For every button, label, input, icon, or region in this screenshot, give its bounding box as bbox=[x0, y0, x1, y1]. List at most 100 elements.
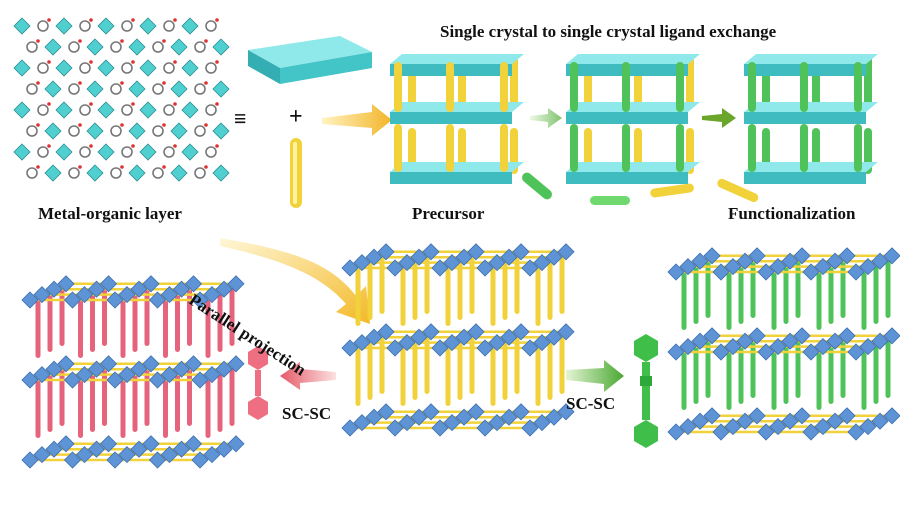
metal-node-icon bbox=[212, 164, 230, 182]
pillar-ligand bbox=[59, 288, 65, 346]
octahedron-node-icon bbox=[476, 339, 494, 357]
pillar-ligand bbox=[693, 266, 699, 324]
pillar-ligand bbox=[78, 300, 83, 358]
pillar-ligand bbox=[885, 260, 891, 318]
octahedron-node-icon bbox=[57, 275, 75, 293]
linker-ring-icon bbox=[152, 125, 164, 137]
octahedron-node-icon bbox=[847, 343, 865, 361]
octahedron-node-icon bbox=[712, 423, 730, 441]
linker-ring-icon bbox=[110, 125, 122, 137]
octahedron-node-icon bbox=[377, 323, 395, 341]
metal-node-icon bbox=[44, 80, 62, 98]
oxygen-atom-icon bbox=[131, 102, 135, 106]
metal-node-icon bbox=[13, 59, 31, 77]
pillar-ligand bbox=[144, 288, 150, 346]
metal-node-icon bbox=[212, 122, 230, 140]
octahedron-node-icon bbox=[142, 435, 160, 453]
octahedron-node-icon bbox=[500, 408, 518, 426]
linker-ring-icon bbox=[79, 62, 91, 74]
pillar-ligand bbox=[748, 62, 756, 112]
exchange-arrow-2 bbox=[702, 108, 736, 128]
octahedron-node-icon bbox=[63, 291, 82, 309]
octahedron-node-icon bbox=[826, 332, 844, 350]
oxygen-atom-icon bbox=[204, 165, 208, 169]
metal-node-icon bbox=[212, 80, 230, 98]
pink-ligand-icon bbox=[248, 346, 268, 420]
pillar-ligand bbox=[102, 288, 107, 346]
parent-3d-framework bbox=[341, 243, 575, 437]
metal-node-icon bbox=[55, 17, 73, 35]
oxygen-atom-icon bbox=[78, 165, 82, 169]
oxygen-atom-icon bbox=[131, 144, 135, 148]
metal-node-icon bbox=[181, 17, 199, 35]
octahedron-node-icon bbox=[838, 247, 856, 265]
octahedron-node-icon bbox=[160, 446, 179, 464]
linker-ring-icon bbox=[110, 167, 122, 179]
octahedron-node-icon bbox=[871, 332, 889, 350]
oxygen-atom-icon bbox=[173, 18, 177, 22]
oxygen-atom-icon bbox=[78, 39, 82, 43]
octahedron-node-icon bbox=[63, 371, 82, 389]
pillar-ligand bbox=[367, 342, 373, 400]
octahedron-node-icon bbox=[99, 435, 118, 453]
oxygen-atom-icon bbox=[131, 60, 135, 64]
pillar-ligand bbox=[445, 268, 451, 326]
octahedron-node-icon bbox=[847, 263, 865, 281]
octahedron-node-icon bbox=[455, 248, 473, 266]
octahedron-node-icon bbox=[533, 254, 551, 272]
oxygen-atom-icon bbox=[215, 102, 219, 106]
arrow-to-precursor bbox=[322, 104, 392, 136]
octahedron-node-icon bbox=[203, 286, 221, 304]
octahedron-node-icon bbox=[557, 323, 575, 341]
octahedron-node-icon bbox=[814, 258, 832, 276]
octahedron-node-icon bbox=[748, 247, 766, 265]
octahedron-node-icon bbox=[748, 407, 766, 425]
metal-node-icon bbox=[170, 164, 188, 182]
octahedron-node-icon bbox=[142, 275, 160, 293]
octahedron-node-icon bbox=[45, 360, 63, 378]
octahedron-node-icon bbox=[712, 263, 730, 281]
octahedron-node-icon bbox=[63, 451, 82, 469]
octahedron-node-icon bbox=[712, 343, 730, 361]
octahedron-node-icon bbox=[781, 412, 799, 430]
pillar-ligand bbox=[47, 374, 53, 432]
pillar-ligand bbox=[102, 368, 107, 426]
pillared-frameworks bbox=[390, 54, 878, 184]
pillar-ligand bbox=[570, 62, 578, 112]
oxygen-atom-icon bbox=[120, 39, 124, 43]
octahedron-node-icon bbox=[87, 360, 106, 378]
pillar-ligand bbox=[187, 368, 192, 426]
pillar-ligand bbox=[771, 352, 777, 410]
linker-ring-icon bbox=[205, 20, 217, 32]
octahedron-node-icon bbox=[769, 258, 787, 276]
metal-node-icon bbox=[181, 59, 199, 77]
octahedron-node-icon bbox=[148, 371, 167, 389]
octahedron-node-icon bbox=[859, 418, 877, 436]
sc-sc-label-right: SC-SC bbox=[566, 394, 616, 413]
oxygen-atom-icon bbox=[120, 81, 124, 85]
octahedron-node-icon bbox=[365, 408, 383, 426]
linker-ring-icon bbox=[26, 125, 38, 137]
octahedron-node-icon bbox=[757, 343, 775, 361]
octahedron-node-icon bbox=[130, 360, 148, 378]
pillar-ligand bbox=[229, 288, 235, 346]
pillar-ligand bbox=[400, 348, 406, 406]
precursor-label: Precursor bbox=[412, 204, 485, 223]
octahedron-node-icon bbox=[476, 259, 494, 277]
pillar-ligand bbox=[738, 346, 744, 404]
pillar-ligand-icon bbox=[290, 138, 302, 208]
plus-symbol: + bbox=[289, 104, 303, 130]
octahedron-node-icon bbox=[793, 327, 811, 345]
octahedron-node-icon bbox=[814, 418, 832, 436]
oxygen-atom-icon bbox=[47, 18, 51, 22]
octahedron-node-icon bbox=[802, 423, 820, 441]
linker-ring-icon bbox=[26, 167, 38, 179]
octahedron-node-icon bbox=[148, 291, 167, 309]
octahedron-node-icon bbox=[341, 419, 359, 437]
pillar-ligand bbox=[800, 62, 808, 112]
octahedron-node-icon bbox=[75, 366, 94, 384]
octahedron-node-icon bbox=[353, 414, 371, 432]
octahedron-node-icon bbox=[724, 418, 742, 436]
octahedron-node-icon bbox=[106, 451, 124, 469]
figure-title: Single crystal to single crystal ligand … bbox=[440, 22, 777, 41]
